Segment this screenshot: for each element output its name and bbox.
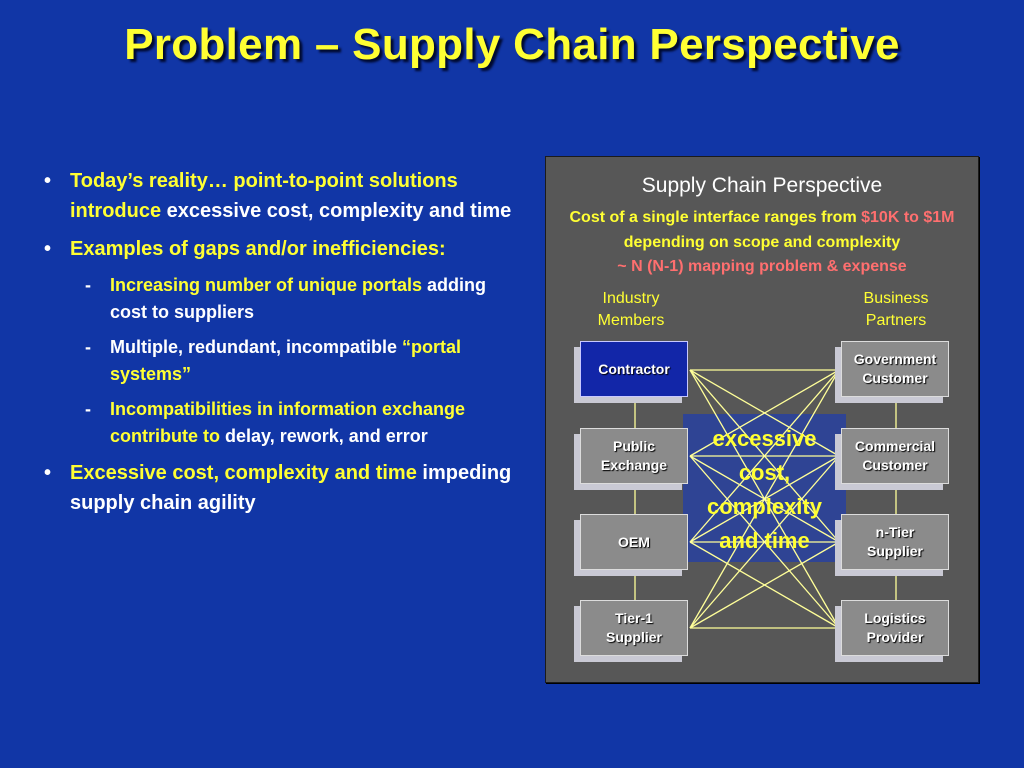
box-label: Government: [853, 351, 937, 367]
contractor-box: Contractor: [580, 341, 688, 397]
bullet-text: impeding supply chain agility: [70, 462, 512, 514]
box-label: Logistics: [864, 610, 926, 626]
industry-members-heading: Industry Members: [561, 288, 701, 332]
hub-line: excessive: [712, 426, 817, 451]
bullet-marker: •: [44, 238, 52, 260]
sub-bullet-incompatibilities: - Incompatibilities in information excha…: [44, 396, 522, 450]
box-label: Public: [612, 438, 655, 454]
sub-bullet-marker: -: [85, 337, 91, 357]
diagram-subtitle: Cost of a single interface ranges from $…: [552, 206, 972, 280]
heading-line: Partners: [865, 312, 927, 329]
cost-range: $10K to $1M: [861, 209, 955, 226]
box-label: Tier-1: [615, 610, 653, 626]
tier1-supplier-box: Tier-1 Supplier: [580, 600, 688, 656]
subtitle-part: depending on scope and complexity: [623, 233, 901, 251]
box-label: Contractor: [598, 360, 670, 377]
bullet-text-highlight: Today’s reality… point-to-point solution…: [70, 170, 458, 222]
box-label: Customer: [862, 457, 928, 473]
box-label: Provider: [866, 629, 924, 645]
heading-line: Members: [597, 312, 665, 329]
bullet-text-highlight: Examples of gaps and/or inefficiencies:: [70, 238, 446, 260]
sub-bullet-text: delay, rework, and error: [220, 426, 428, 446]
box-label: Supplier: [605, 629, 662, 645]
government-customer-box: Government Customer: [841, 341, 949, 397]
subtitle-part: Cost of a single interface ranges from: [569, 209, 862, 226]
business-partners-heading: Business Partners: [826, 288, 966, 332]
box-label: Exchange: [600, 457, 668, 473]
box-label: Supplier: [866, 543, 923, 559]
slide-title: Problem – Supply Chain Perspective: [124, 20, 900, 69]
oem-box: OEM: [580, 514, 688, 570]
public-exchange-box: Public Exchange: [580, 428, 688, 484]
sub-bullet-text-highlight: “portal systems”: [110, 337, 462, 384]
heading-line: Industry: [602, 290, 660, 307]
sub-bullet-text-highlight: Incompatibilities in information exchang…: [110, 399, 466, 446]
sub-bullet-text-highlight: Increasing number of unique portals: [110, 275, 423, 295]
logistics-provider-box: Logistics Provider: [841, 600, 949, 656]
mapping-problem: ~ N (N-1) mapping problem & expense: [617, 258, 907, 275]
bullet-text: excessive cost, complexity and time: [161, 200, 512, 222]
bullet-examples: • Examples of gaps and/or inefficiencies…: [44, 234, 522, 264]
sub-bullet-portals: - Increasing number of unique portals ad…: [44, 272, 522, 326]
sub-bullet-marker: -: [85, 399, 91, 419]
hub-line: and time: [719, 528, 810, 553]
bullet-marker: •: [44, 170, 52, 192]
bullet-list: • Today’s reality… point-to-point soluti…: [44, 166, 522, 526]
box-label: n-Tier: [875, 524, 915, 540]
hub-line: cost,: [738, 460, 791, 485]
bullet-marker: •: [44, 462, 52, 484]
commercial-customer-box: Commercial Customer: [841, 428, 949, 484]
box-label: Customer: [862, 370, 928, 386]
sub-bullet-redundant: - Multiple, redundant, incompatible “por…: [44, 334, 522, 388]
sub-bullet-text: Multiple, redundant, incompatible: [110, 337, 398, 357]
sub-bullet-marker: -: [85, 275, 91, 295]
box-label: Commercial: [854, 438, 936, 454]
heading-line: Business: [863, 290, 929, 307]
bullet-text-highlight: Excessive cost, complexity and time: [70, 462, 417, 484]
n-tier-supplier-box: n-Tier Supplier: [841, 514, 949, 570]
diagram-title: Supply Chain Perspective: [641, 174, 883, 197]
hub-label: excessive cost, complexity and time: [683, 422, 846, 558]
sub-bullet-text: adding cost to suppliers: [110, 275, 487, 322]
bullet-todays-reality: • Today’s reality… point-to-point soluti…: [44, 166, 522, 226]
bullet-excessive-cost: • Excessive cost, complexity and time im…: [44, 458, 522, 518]
hub-line: complexity: [707, 494, 822, 519]
hub-background: [683, 414, 846, 562]
box-label: OEM: [618, 533, 650, 550]
